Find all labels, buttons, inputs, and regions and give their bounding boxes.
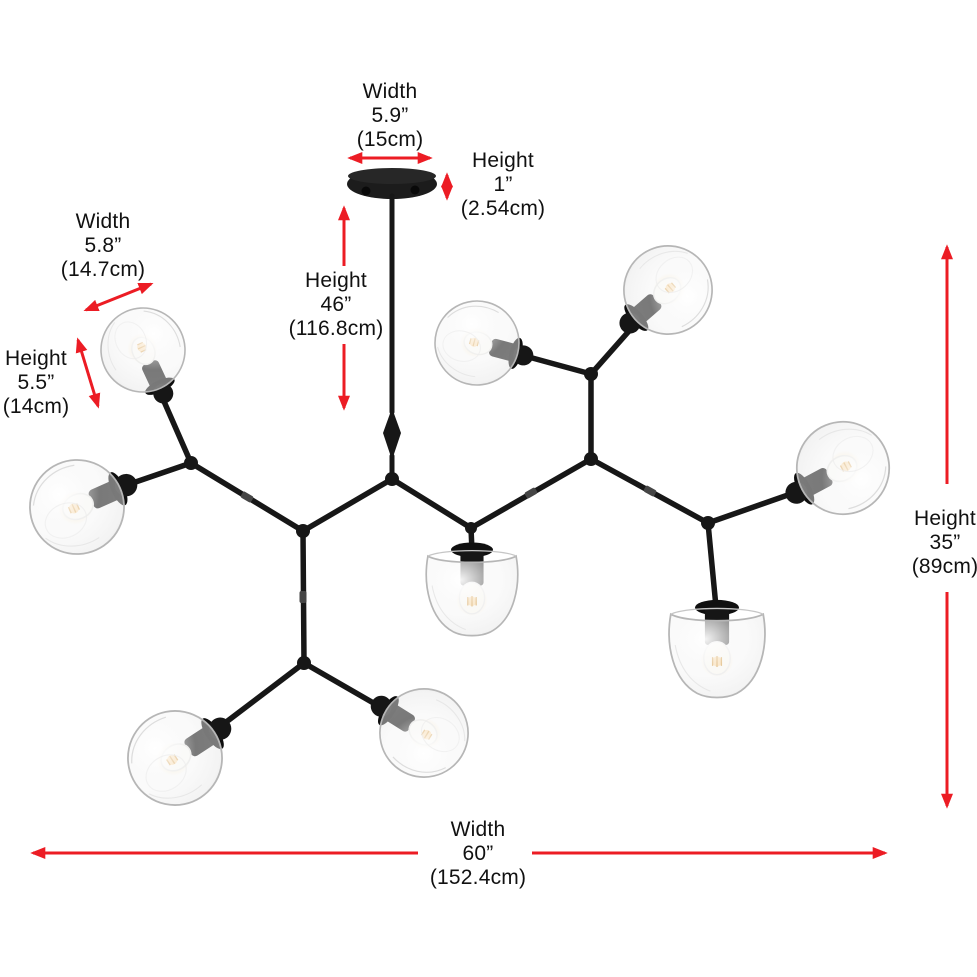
dim-inches: 5.8” [84,234,122,257]
shade-height-label: Height 5.5” (14cm) [3,347,70,419]
stem-diamond-finial [383,408,401,460]
fixture-height-label: Height 35” (89cm) [912,507,977,579]
fixture-width-label: Width 60” (152.4cm) [430,818,526,890]
dim-metric: (152.4cm) [429,866,527,889]
dim-metric: (116.8cm) [288,317,384,340]
glass-globe-upper-left [86,293,207,422]
dim-name: Width [450,818,506,841]
shade-width-label: Width 5.8” (14.7cm) [61,210,145,282]
arm-joints [184,367,715,670]
rod-height-label: Height 46” (116.8cm) [289,269,384,341]
canopy-height-label: Height 1” (2.54cm) [461,149,545,221]
dim-inches: 35” [929,531,961,554]
dim-metric: (14cm) [2,395,70,418]
dim-inches: 46” [320,293,352,316]
dim-name: Height [305,269,367,292]
glass-globe-left [13,436,157,571]
dim-name: Height [472,149,534,172]
canopy [347,168,437,199]
dim-metric: (2.54cm) [460,197,546,220]
dim-inches: 5.9” [371,104,409,127]
tulip-shade-center [425,541,519,637]
dim-name: Height [914,507,976,530]
dim-metric: (89cm) [911,555,977,578]
dim-inches: 5.5” [17,371,55,394]
dimension-arrows [30,152,953,859]
dim-name: Width [362,80,418,103]
canopy-width-label: Width 5.9” (15cm) [357,80,424,152]
shade-height-arrow [75,337,101,409]
glass-globe-top-right [592,226,732,365]
glass-globe-bottom-middle [348,662,486,795]
dim-name: Width [75,210,131,233]
glass-globe-center-top [424,290,545,400]
shade-width-arrow [83,282,154,312]
glass-globe-right [764,404,907,540]
dim-inches: 60” [462,842,494,865]
glass-globe-bottom-left [109,682,256,824]
tulip-shade-lower-right [668,599,766,699]
dim-inches: 1” [493,173,513,196]
dim-metric: (15cm) [356,128,424,151]
dim-name: Height [5,347,67,370]
dim-metric: (14.7cm) [60,258,146,281]
